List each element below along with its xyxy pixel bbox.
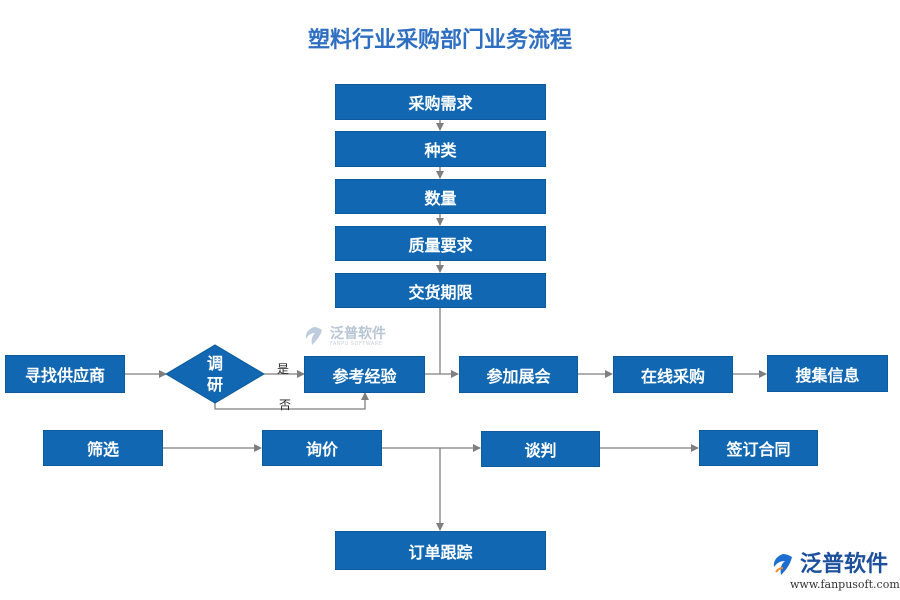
node-negotiate: 谈判: [481, 431, 600, 467]
brand-logo-text: 泛普软件: [800, 552, 889, 577]
node-quantity: 数量: [335, 179, 546, 214]
brand-url: www.fanpusoft.com: [790, 578, 900, 591]
node-inquiry: 询价: [262, 430, 382, 466]
node-collect: 搜集信息: [767, 355, 888, 392]
watermark: 泛普软件 FANPU SOFTWARE: [302, 325, 386, 349]
brand-logo-icon: [773, 554, 792, 575]
node-tracking: 订单跟踪: [335, 531, 546, 570]
label-no: 否: [279, 398, 292, 412]
node-quality: 质量要求: [335, 226, 546, 261]
node-contract: 签订合同: [699, 430, 818, 466]
node-screen: 筛选: [43, 430, 163, 466]
brand-logo: 泛普软件: [770, 552, 888, 578]
research-label-line-1: 调: [206, 354, 223, 373]
watermark-logo-icon: [305, 327, 322, 345]
node-demand: 采购需求: [335, 84, 546, 120]
research-label: 调 研: [200, 353, 230, 395]
node-category: 种类: [335, 131, 546, 167]
label-yes: 是: [277, 362, 290, 376]
page-title: 塑料行业采购部门业务流程: [307, 28, 572, 53]
research-diamond: [165, 344, 265, 404]
watermark-text: 泛普软件: [330, 326, 386, 342]
research-label-line-2: 研: [206, 375, 223, 394]
node-reference: 参考经验: [304, 356, 425, 393]
node-online: 在线采购: [613, 356, 733, 393]
node-delivery: 交货期限: [335, 273, 546, 308]
watermark-subtext: FANPU SOFTWARE: [330, 341, 383, 347]
node-exhibition: 参加展会: [459, 356, 578, 393]
node-find-supplier: 寻找供应商: [5, 355, 125, 393]
